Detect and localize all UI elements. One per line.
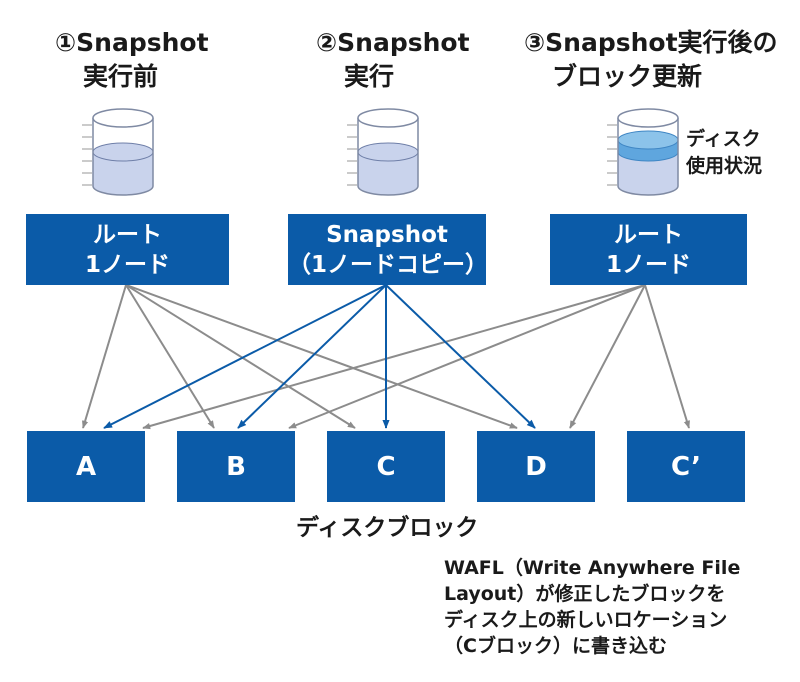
root-right-links bbox=[142, 284, 690, 430]
disk-usage-line1: ディスク bbox=[686, 128, 761, 150]
wafl-note-line2: Layout）が修正したブロックを bbox=[444, 583, 726, 605]
block-d: D bbox=[477, 431, 595, 502]
node-root-left: ルート 1ノード bbox=[26, 214, 229, 285]
disk-usage-line2: 使用状況 bbox=[686, 155, 763, 177]
node-snapshot: Snapshot （1ノードコピー） bbox=[288, 214, 489, 285]
title-after-line2: ブロック更新 bbox=[552, 62, 703, 91]
block-c: C bbox=[327, 431, 445, 502]
node-root-left-line1: ルート bbox=[93, 221, 162, 248]
block-c-prime: C’ bbox=[627, 431, 745, 502]
title-snapshot-exec: ②Snapshot 実行 bbox=[316, 26, 470, 94]
title-exec-line1: ②Snapshot bbox=[316, 28, 470, 57]
title-snapshot-after: ③Snapshot実行後の ブロック更新 bbox=[524, 26, 778, 94]
title-snapshot-before: ①Snapshot 実行前 bbox=[55, 26, 209, 94]
node-root-right-line2: 1ノード bbox=[605, 251, 691, 278]
node-snapshot-line2: （1ノードコピー） bbox=[288, 251, 489, 278]
title-exec-line2: 実行 bbox=[344, 62, 395, 91]
disk-cylinder-exec bbox=[347, 108, 419, 196]
disk-usage-label: ディスク 使用状況 bbox=[686, 126, 762, 180]
title-after-line1: ③Snapshot実行後の bbox=[524, 28, 778, 57]
wafl-note-line3: ディスク上の新しいロケーション bbox=[444, 609, 728, 631]
wafl-note-line4: （Cブロック）に書き込む bbox=[444, 635, 667, 657]
root-left-links bbox=[82, 284, 518, 429]
node-root-right: ルート 1ノード bbox=[550, 214, 747, 285]
node-root-right-line1: ルート bbox=[614, 221, 683, 248]
wafl-note-line1: WAFL（Write Anywhere File bbox=[444, 557, 741, 579]
snapshot-links bbox=[103, 284, 536, 429]
block-a: A bbox=[27, 431, 145, 502]
block-b: B bbox=[177, 431, 295, 502]
title-before-line1: ①Snapshot bbox=[55, 28, 209, 57]
wafl-note: WAFL（Write Anywhere File Layout）が修正したブロッ… bbox=[444, 555, 740, 659]
title-before-line2: 実行前 bbox=[83, 62, 159, 91]
disk-cylinder-before bbox=[82, 108, 154, 196]
blocks-caption: ディスクブロック bbox=[296, 515, 479, 541]
disk-cylinder-after bbox=[607, 108, 679, 196]
node-root-left-line2: 1ノード bbox=[84, 251, 170, 278]
node-snapshot-line1: Snapshot bbox=[326, 221, 448, 248]
